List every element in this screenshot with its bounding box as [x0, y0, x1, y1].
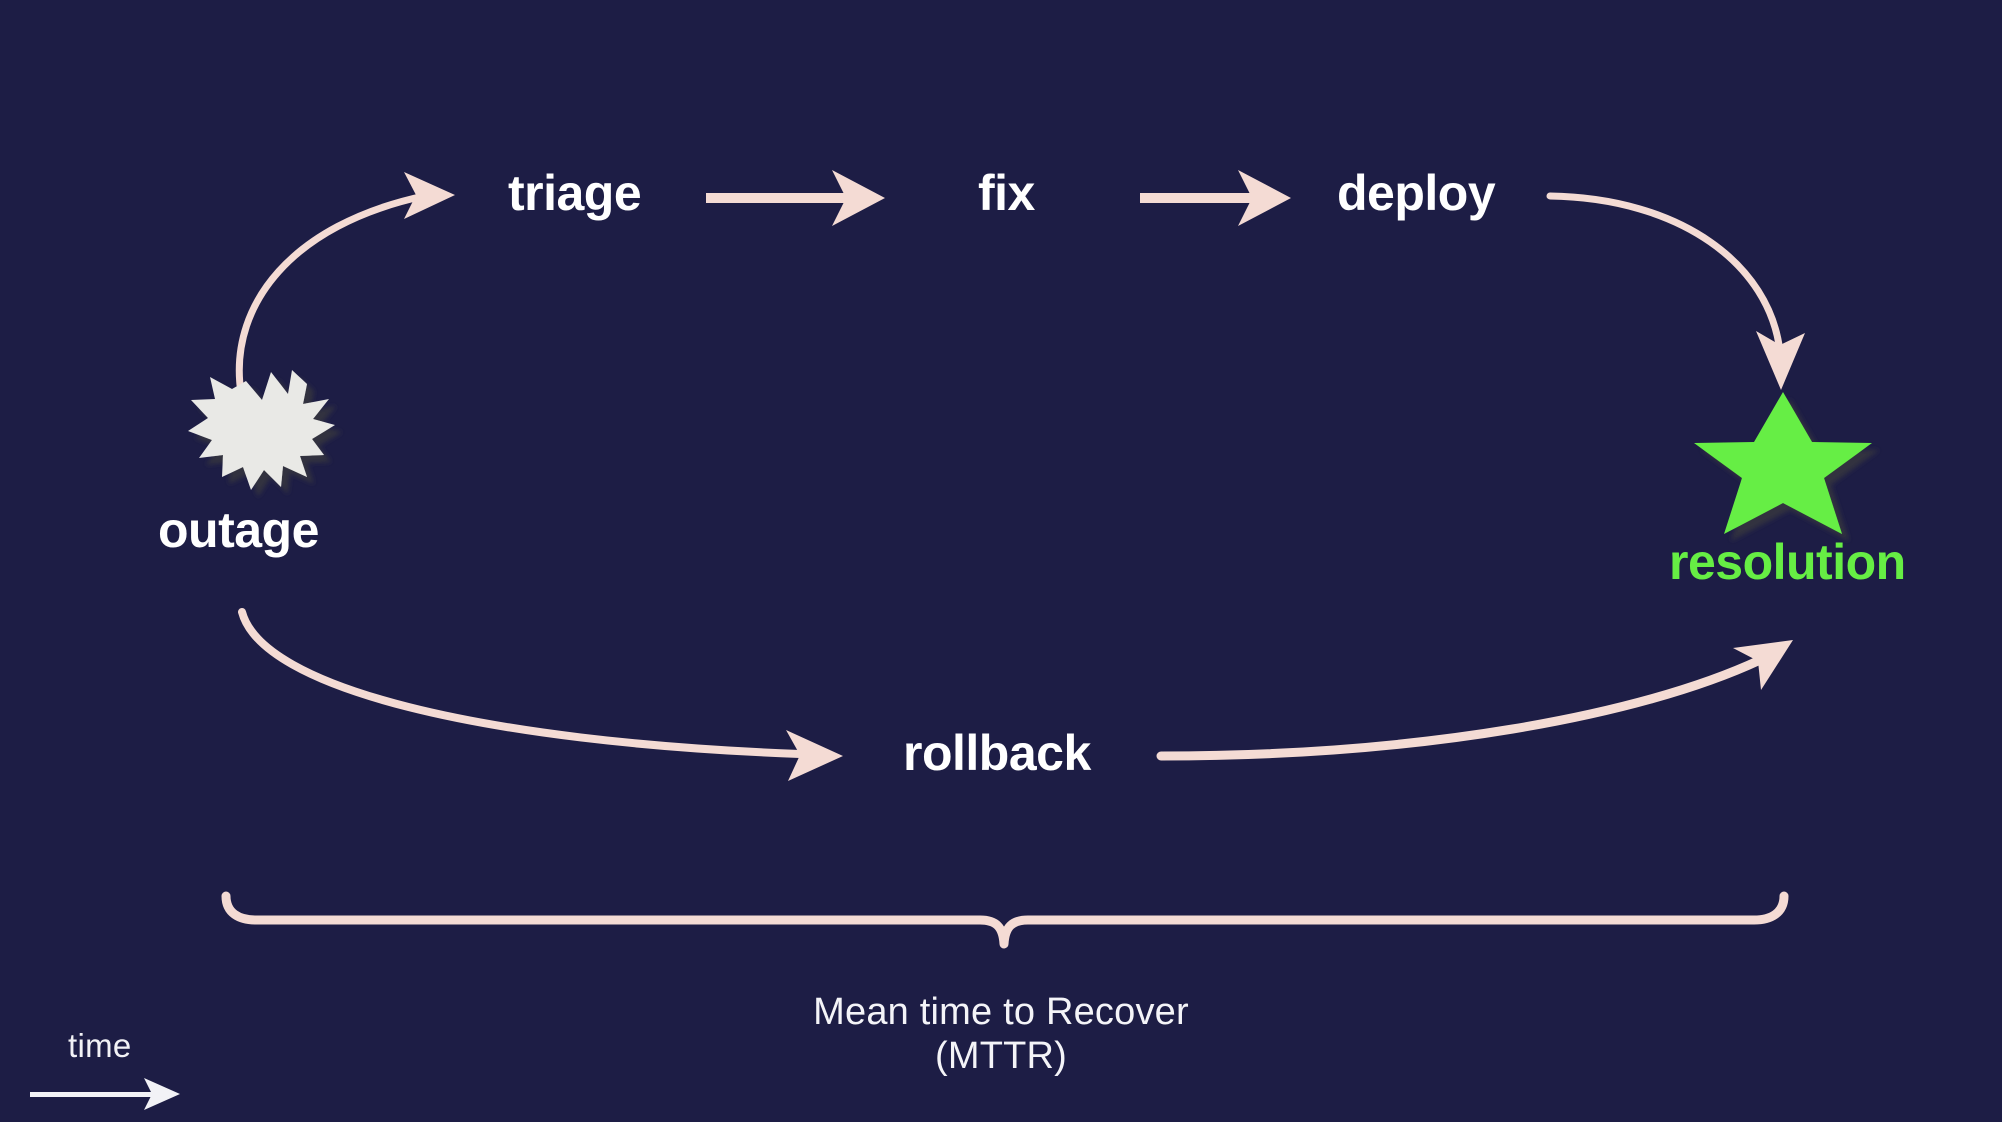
edge-triage-to-fix [706, 170, 885, 226]
mttr-brace [221, 891, 1789, 949]
edge-outage-to-triage [235, 172, 455, 389]
outage-burst-icon [188, 370, 335, 490]
edge-outage-to-rollback [238, 608, 843, 781]
edge-rollback-to-resolution [1156, 640, 1793, 761]
mttr-caption-line2: (MTTR) [934, 1035, 1068, 1078]
mttr-caption: Mean time to Recover (MTTR) [0, 990, 2002, 1079]
node-label-deploy: deploy [1337, 165, 1496, 221]
node-label-fix: fix [978, 165, 1035, 221]
node-label-resolution: resolution [1669, 534, 1906, 590]
edge-fix-to-deploy [1140, 170, 1291, 226]
node-label-outage: outage [158, 502, 319, 558]
node-label-triage: triage [508, 165, 642, 221]
resolution-star-icon [1694, 392, 1872, 534]
edge-deploy-to-resolution [1546, 192, 1805, 390]
time-axis-label: time [68, 1027, 132, 1064]
node-label-rollback: rollback [903, 725, 1091, 781]
time-axis-arrow [30, 1078, 180, 1110]
mttr-caption-line1: Mean time to Recover [813, 991, 1189, 1033]
